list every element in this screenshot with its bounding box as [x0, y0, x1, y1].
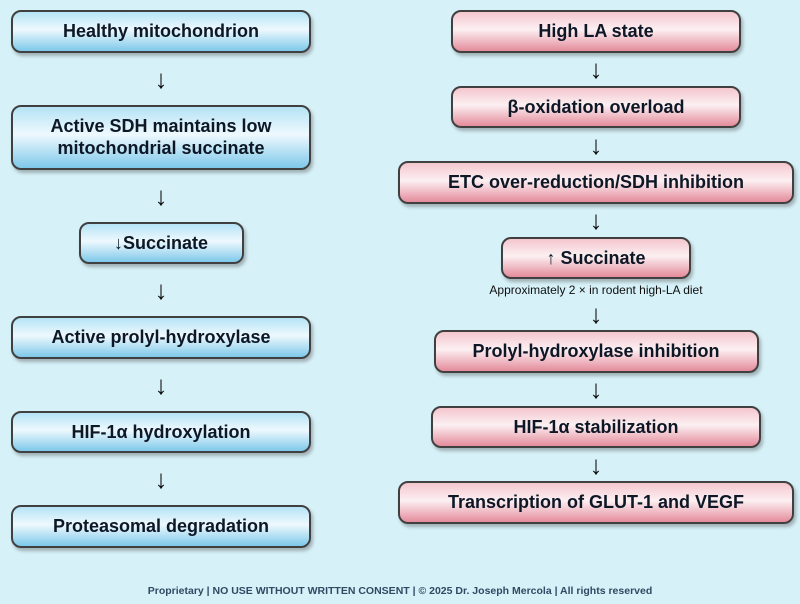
node-etc-over-reduction-sdh-inhibition: ETC over-reduction/SDH inhibition: [398, 161, 794, 204]
down-arrow-icon: ↓: [154, 464, 168, 494]
down-arrow-icon: ↓: [589, 374, 603, 404]
down-arrow-icon: ↓: [589, 298, 603, 329]
copyright-footer: Proprietary | NO USE WITHOUT WRITTEN CON…: [147, 585, 653, 597]
node-healthy-mitochondrion: Healthy mitochondrion: [11, 10, 311, 53]
node-prolyl-hydroxylase-inhibition: Prolyl-hydroxylase inhibition: [433, 330, 759, 373]
node-active-sdh: Active SDH maintains low mitochondrial s…: [11, 104, 311, 170]
node-beta-oxidation-overload: β-oxidation overload: [451, 85, 741, 128]
down-arrow-icon: ↓: [589, 54, 603, 84]
down-arrow-icon: ↓: [154, 275, 168, 305]
down-arrow-icon: ↓: [589, 129, 603, 160]
down-arrow-icon: ↓: [154, 63, 168, 94]
node-low-succinate: ↓Succinate: [78, 221, 244, 264]
node-active-prolyl-hydroxylase: Active prolyl-hydroxylase: [11, 316, 311, 359]
down-arrow-icon: ↓: [589, 205, 603, 235]
down-arrow-icon: ↓: [589, 449, 603, 480]
node-hif1a-stabilization: HIF-1α stabilization: [431, 405, 761, 448]
node-hif1a-hydroxylation: HIF-1α hydroxylation: [11, 410, 311, 453]
succinate-note: Approximately 2 × in rodent high-LA diet: [489, 283, 703, 297]
healthy-pathway-column: Healthy mitochondrion ↓ Active SDH maint…: [8, 10, 314, 548]
high-la-pathway-column: High LA state ↓ β-oxidation overload ↓ E…: [396, 10, 796, 524]
node-transcription-glut1-vegf: Transcription of GLUT-1 and VEGF: [398, 481, 794, 524]
down-arrow-icon: ↓: [154, 369, 168, 400]
node-high-succinate: ↑ Succinate: [501, 236, 691, 279]
node-high-la-state: High LA state: [451, 10, 741, 53]
down-arrow-icon: ↓: [154, 180, 168, 211]
node-proteasomal-degradation: Proteasomal degradation: [11, 505, 311, 548]
